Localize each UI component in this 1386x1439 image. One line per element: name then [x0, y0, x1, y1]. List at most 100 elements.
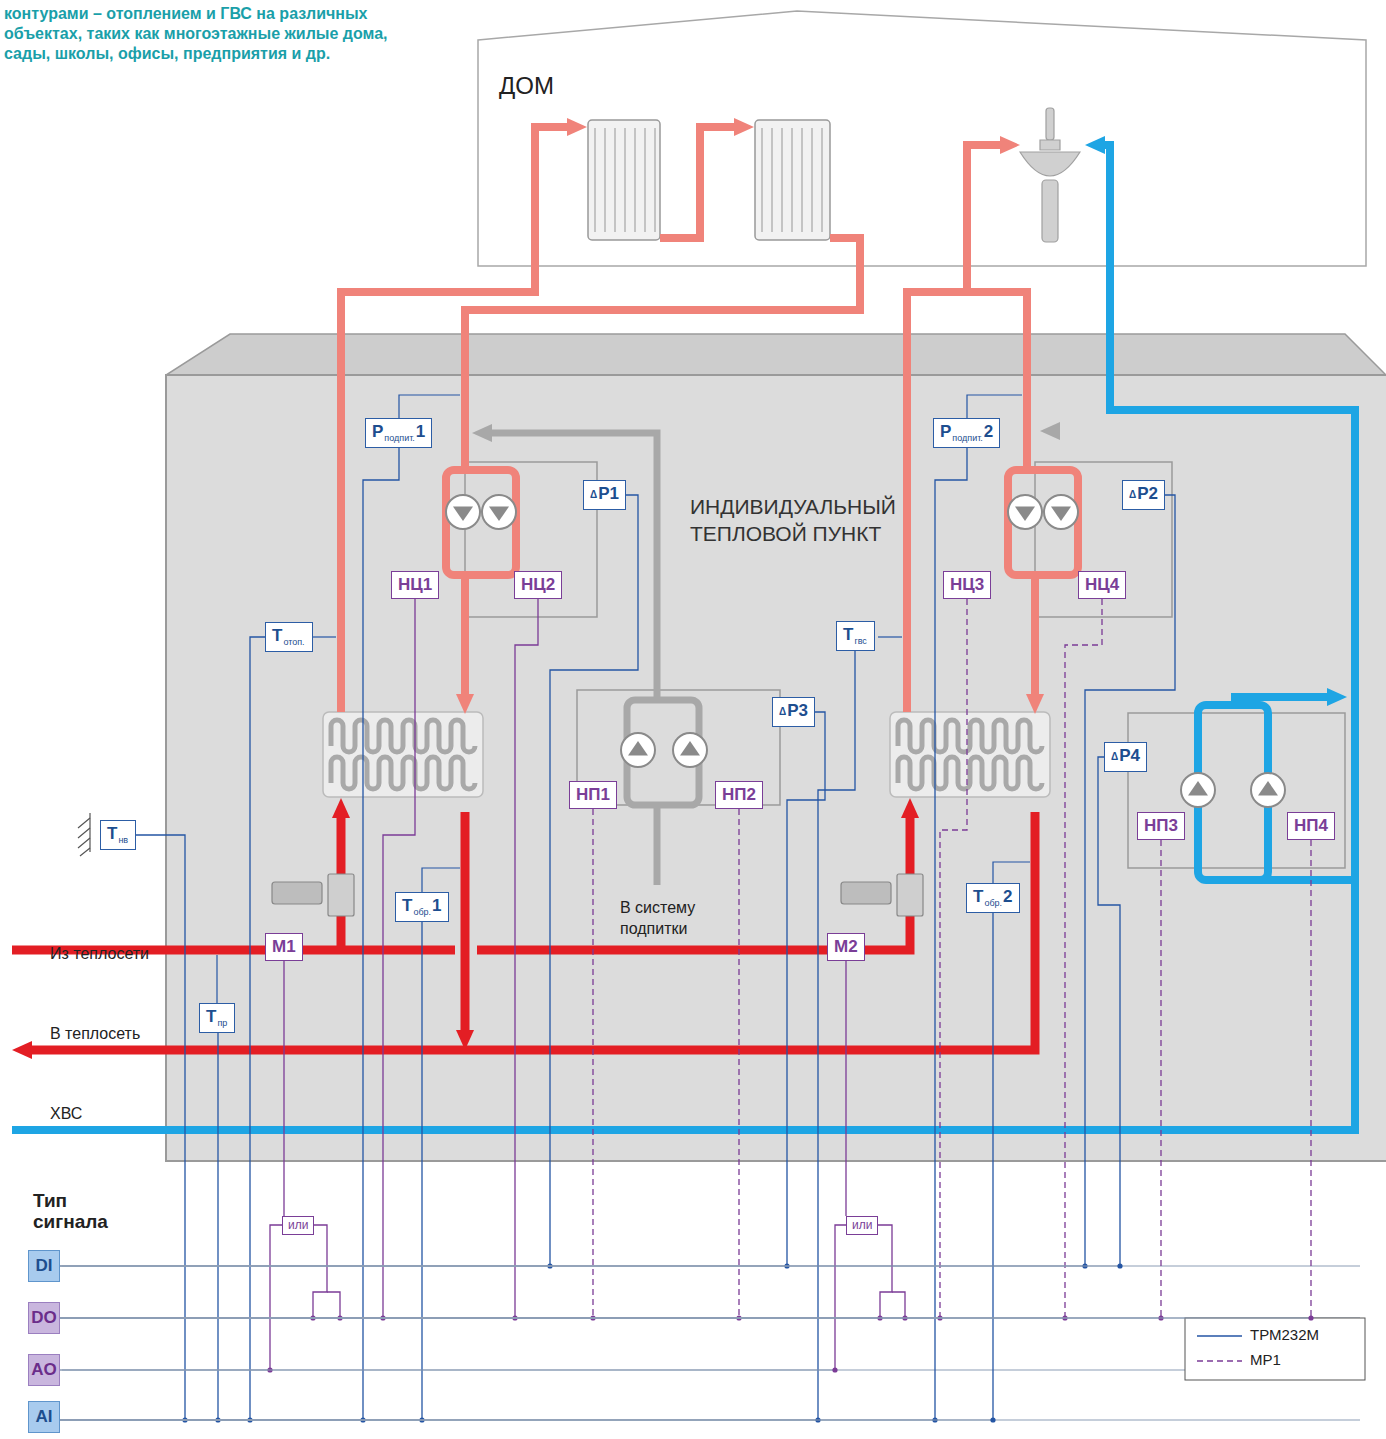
signal-type-box: AI	[28, 1401, 60, 1433]
text-holder: В теплосеть	[50, 1025, 140, 1043]
house-outline: ДОМ	[477, 10, 1367, 267]
area-title: ИНДИВИДУАЛЬНЫЙ ТЕПЛОВОЙ ПУНКТ	[690, 493, 930, 547]
pipe-label: В теплосеть	[50, 1025, 140, 1043]
node-label: НЦ2	[521, 575, 555, 595]
text-holder: ТРМ232М	[1250, 1326, 1319, 1344]
actuator-box: НЦ4	[1078, 571, 1126, 599]
signal-wire	[60, 495, 638, 1269]
sensor-box: ΔP2	[1122, 480, 1165, 510]
node-label: обр.	[413, 902, 431, 922]
actuator-box: НЦ3	[943, 571, 991, 599]
sensor-box: ΔP4	[1104, 742, 1147, 772]
sensor-box: ΔP3	[772, 697, 815, 727]
node-label: НП4	[1294, 816, 1328, 836]
node-label: 1	[432, 896, 441, 916]
signal-type-box: AO	[28, 1354, 60, 1386]
node-label: подпит.	[384, 428, 414, 448]
actuator-box: M2	[827, 933, 865, 961]
sensor-box: Tотоп.	[265, 622, 313, 652]
node-label: DO	[31, 1308, 57, 1328]
node-label: T	[272, 626, 282, 646]
signal-wire	[60, 599, 967, 1321]
node-label: НП3	[1144, 816, 1178, 836]
node-label: Δ	[590, 485, 597, 505]
node-label: или	[852, 1218, 872, 1233]
node-label: нв	[118, 830, 128, 850]
signal-wire	[60, 840, 1314, 1321]
signal-wire	[60, 840, 1164, 1321]
node-label: AI	[36, 1407, 53, 1427]
node-label: 2	[1003, 887, 1012, 907]
signal-wire	[60, 712, 825, 1269]
sensor-box: Tгвс	[836, 621, 875, 651]
actuator-box: НП1	[569, 781, 617, 809]
node-label: или	[288, 1218, 308, 1233]
node-label: P1	[598, 484, 619, 504]
signal-wire	[60, 757, 1123, 1269]
signal-wire	[60, 1225, 343, 1321]
node-label: НП2	[722, 785, 756, 805]
actuator-box: НЦ2	[514, 571, 562, 599]
actuator-box: НП2	[715, 781, 763, 809]
actuator-box: M1	[265, 933, 303, 961]
signal-wire	[60, 922, 425, 1423]
sensor-box: Pподпит.2	[933, 418, 1000, 448]
node-label: 2	[984, 422, 993, 442]
signal-wire	[60, 835, 188, 1423]
caption-text: контурами – отоплением и ГВС на различны…	[4, 4, 414, 64]
node-label: подпит.	[952, 428, 982, 448]
actuator-box: НЦ1	[391, 571, 439, 599]
text-holder: Тип сигнала	[33, 1190, 133, 1232]
node-label: P	[372, 422, 383, 442]
text-holder: Из теплосети	[50, 945, 149, 963]
legend-label: ТРМ232М	[1250, 1326, 1319, 1343]
text-holder: В систему подпитки	[620, 897, 730, 939]
node-label: M1	[272, 937, 296, 957]
node-label: P3	[787, 701, 808, 721]
node-label: НП1	[576, 785, 610, 805]
node-label: DI	[36, 1256, 53, 1276]
node-label: НЦ3	[950, 575, 984, 595]
signal-wire	[284, 961, 285, 1216]
signal-wire	[60, 809, 742, 1321]
pipe-label: Тип сигнала	[33, 1190, 133, 1232]
node-label: пр	[217, 1013, 227, 1033]
node-label: AO	[31, 1360, 57, 1380]
node-label: P2	[1137, 484, 1158, 504]
node-label: обр.	[984, 893, 1002, 913]
node-label: НЦ4	[1085, 575, 1119, 595]
signal-wire	[60, 1225, 908, 1321]
heat-point-box: ИНДИВИДУАЛЬНЫЙ ТЕПЛОВОЙ ПУНКТPподпит.1Pп…	[165, 333, 1386, 1162]
signal-wire	[60, 913, 996, 1423]
signal-wire	[60, 495, 1175, 1269]
or-gate-box: или	[846, 1216, 878, 1235]
signal-wire	[60, 448, 967, 1423]
signal-wire	[60, 651, 855, 1423]
node-label: 1	[416, 422, 425, 442]
node-label: T	[973, 887, 983, 907]
sensor-box: Tпр	[199, 1003, 235, 1033]
pipe-label: В систему подпитки	[620, 897, 730, 939]
signal-wire	[60, 1225, 846, 1373]
sensor-box: Tобр.1	[395, 892, 449, 922]
house-shape	[477, 10, 1367, 267]
sensor-box: Tобр.2	[966, 883, 1020, 913]
sensor-box: Pподпит.1	[365, 418, 432, 448]
pipe-label: Из теплосети	[50, 945, 149, 963]
or-gate-box: или	[282, 1216, 314, 1235]
signal-wire	[60, 599, 1102, 1321]
node-label: P4	[1119, 746, 1140, 766]
heat-point-shape	[165, 333, 1386, 1162]
node-label: отоп.	[283, 632, 304, 652]
node-label: Δ	[1129, 485, 1136, 505]
node-label: T	[206, 1007, 216, 1027]
node-label: Δ	[1111, 747, 1118, 767]
signal-type-box: DO	[28, 1302, 60, 1334]
node-label: T	[402, 896, 412, 916]
signal-wire	[60, 1225, 282, 1373]
node-label: НЦ1	[398, 575, 432, 595]
sensor-box: Tнв	[100, 820, 136, 850]
area-title: ДОМ	[499, 72, 1386, 100]
